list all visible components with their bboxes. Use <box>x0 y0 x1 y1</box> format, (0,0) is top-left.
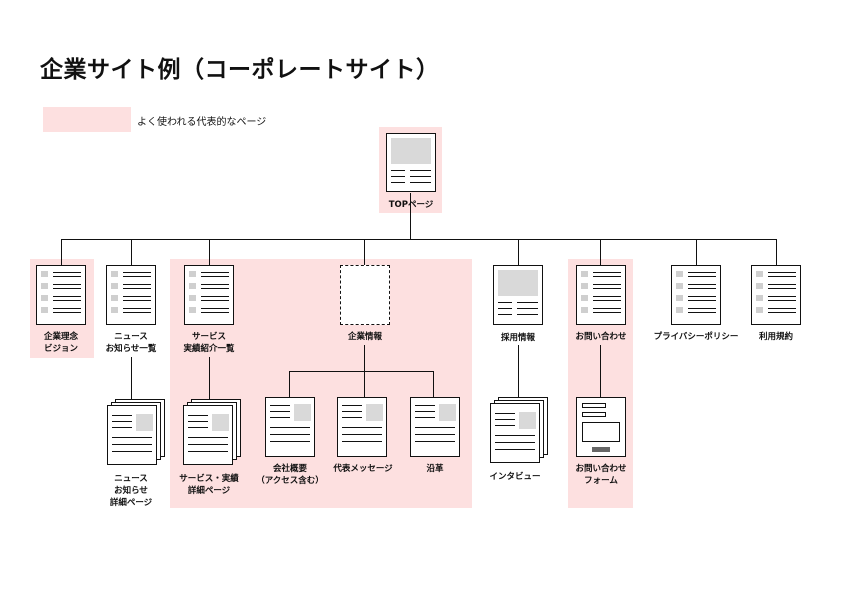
connector-service-detail <box>209 357 210 402</box>
legend-swatch <box>43 107 131 132</box>
ceo-message-page-icon <box>337 397 387 457</box>
label-terms: 利用規約 <box>758 332 793 342</box>
label-company: 企業情報 <box>347 332 382 342</box>
news-list-page-icon <box>106 265 156 325</box>
connector-terms <box>776 239 777 265</box>
label-privacy: プライバシーポリシー <box>653 332 739 342</box>
connector-interview <box>518 345 519 402</box>
label-service-detail: サービス・実績 詳細ページ <box>179 474 239 496</box>
connector-top-down <box>410 193 411 239</box>
connector-contact-form <box>600 345 601 398</box>
recruit-page-icon <box>493 265 543 325</box>
connector-contact <box>600 239 601 265</box>
top-page-icon <box>386 133 436 192</box>
label-top: TOPページ <box>388 200 434 210</box>
label-contact-form: お問い合わせ フォーム <box>575 464 627 486</box>
contact-page-icon <box>576 265 626 325</box>
label-news-detail: ニュース お知らせ 詳細ページ <box>109 474 153 508</box>
label-vision: 企業理念 ビジョン <box>43 332 78 354</box>
history-page-icon <box>410 397 460 457</box>
company-page-icon <box>340 265 390 325</box>
legend-label: よく使われる代表的なページ <box>137 117 267 128</box>
label-news-list: ニュース お知らせ一覧 <box>105 332 157 354</box>
connector-service <box>209 239 210 265</box>
connector-privacy <box>696 239 697 265</box>
connector-overview <box>289 371 290 398</box>
connector-company-bus <box>289 371 434 372</box>
terms-page-icon <box>751 265 801 325</box>
label-service-list: サービス 実績紹介一覧 <box>183 332 235 354</box>
connector-company-down <box>364 345 365 371</box>
interview-page-icon <box>490 403 540 463</box>
connector-main-bus <box>61 239 776 240</box>
connector-company <box>364 239 365 265</box>
connector-vision <box>61 239 62 265</box>
vision-page-icon <box>36 265 86 325</box>
contact-form-page-icon <box>576 397 626 457</box>
service-detail-page-icon <box>183 405 233 465</box>
page-title: 企業サイト例（コーポレートサイト） <box>40 57 440 83</box>
connector-news-detail <box>131 357 132 402</box>
connector-message <box>364 371 365 398</box>
service-list-page-icon <box>184 265 234 325</box>
label-ceo-message: 代表メッセージ <box>333 464 393 474</box>
connector-recruit <box>518 239 519 265</box>
label-recruit: 採用情報 <box>500 333 535 343</box>
label-company-overview: 会社概要 （アクセス含む） <box>256 464 324 486</box>
label-interview: インタビュー <box>489 472 541 482</box>
company-overview-page-icon <box>265 397 315 457</box>
news-detail-page-icon <box>107 405 157 465</box>
privacy-page-icon <box>671 265 721 325</box>
connector-history <box>433 371 434 398</box>
label-contact: お問い合わせ <box>575 332 627 342</box>
label-history: 沿革 <box>426 464 444 474</box>
connector-news <box>131 239 132 265</box>
